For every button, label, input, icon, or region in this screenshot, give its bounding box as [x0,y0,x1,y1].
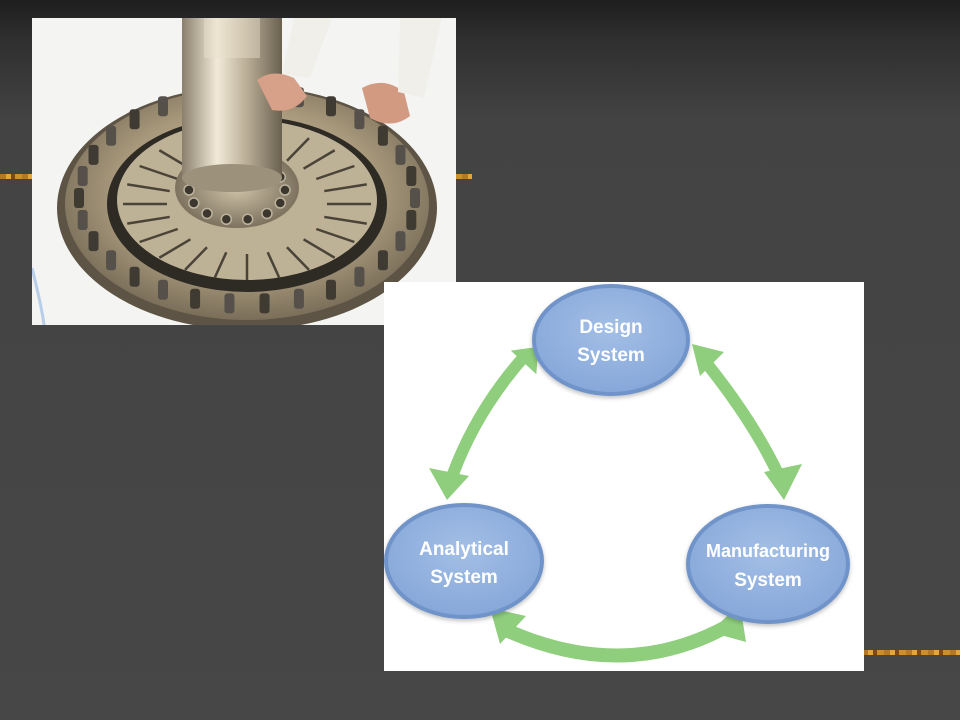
arrow-analytical-manufacturing [490,604,746,663]
hub-bolt [274,197,286,209]
rim-stud [377,250,388,271]
rim-stud [106,125,117,146]
disc-slot [184,246,208,271]
node-design-system: Design System [532,284,690,396]
rim-stud [158,279,168,300]
node-analytical-system: Analytical System [384,503,544,619]
hub-bolt [241,213,254,225]
node-analytical-line1: Analytical [419,539,509,560]
systems-diagram: Design System Analytical System Manufact… [384,282,864,671]
rim-stud [129,109,140,130]
rim-stud [354,109,365,130]
disc-slot [266,251,281,278]
rim-stud [406,210,417,231]
disc-slot [213,251,228,278]
turbine-rotor-photo [32,18,456,325]
node-analytical-line2: System [430,567,498,588]
decorative-rule-bottom [862,650,960,655]
hub-bolt [220,213,233,225]
disc-slot [127,215,170,225]
disc-slot [286,246,310,271]
rim-stud [129,266,140,287]
disc-slot [324,183,367,193]
rim-stud [77,210,88,231]
node-manufacturing-line2: System [734,570,802,591]
rim-stud [410,188,420,208]
disc-slot [127,183,170,193]
rim-stud [74,188,84,208]
rim-stud [293,288,304,309]
hub-bolt [201,207,213,220]
rim-stud [377,125,388,146]
disc-slot [139,164,179,181]
disc-slot [315,164,355,181]
rim-stud [77,165,88,186]
rim-stud [406,165,417,186]
disc-slot [302,149,336,170]
rim-stud [259,293,270,314]
disc-slot [315,227,355,244]
arrow-design-analytical [429,346,539,500]
disc-slot [139,227,179,244]
hub-bolt [279,184,291,196]
rim-stud [395,144,406,165]
disc-slot [158,238,192,259]
rim-stud [326,279,336,300]
rim-stud [158,96,168,117]
rim-stud [190,288,201,309]
disc-slots [123,128,371,280]
hub-bolt [261,207,273,220]
rim-stud [106,250,117,271]
node-design-line1: Design [579,317,642,338]
disc-slot [302,238,336,259]
rim-stud [326,96,336,117]
rim-stud [224,293,235,314]
node-manufacturing-line1: Manufacturing [706,541,830,561]
disc-slot [324,215,367,225]
rim-stud [354,266,365,287]
node-manufacturing-system: Manufacturing System [686,504,850,624]
disc-slot [286,137,310,162]
arrow-design-manufacturing [692,344,802,500]
rim-stud [395,231,406,252]
node-design-line2: System [577,345,645,366]
rim-stud [88,144,99,165]
hub-bolt [188,197,200,209]
rim-stud [88,231,99,252]
